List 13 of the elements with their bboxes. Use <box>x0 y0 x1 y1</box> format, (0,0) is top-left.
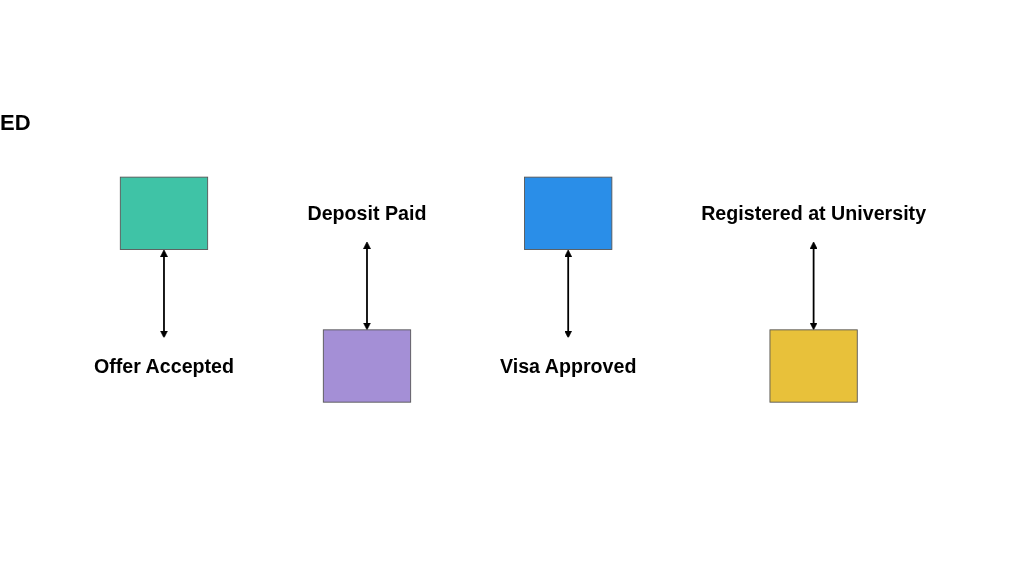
node-box <box>322 329 412 403</box>
node-text: Deposit Paid <box>307 202 427 225</box>
arrow <box>809 241 818 331</box>
node-box <box>119 177 209 251</box>
node-text: Visa Approved <box>499 355 637 378</box>
arrow <box>564 249 573 339</box>
node-box <box>524 177 613 251</box>
arrow <box>160 249 168 339</box>
node-box <box>769 329 858 403</box>
node-text: Offer Accepted <box>93 355 235 378</box>
step-label: ED <box>0 110 31 136</box>
node-text: Registered at University <box>701 202 927 225</box>
arrow <box>363 241 371 331</box>
